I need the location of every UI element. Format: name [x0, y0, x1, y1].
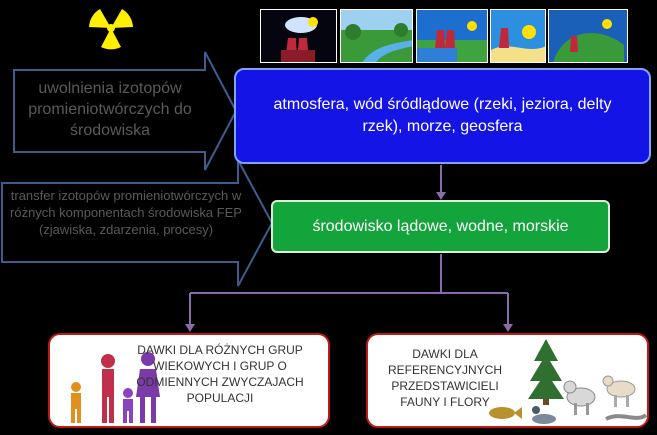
wolf-icon	[563, 380, 596, 415]
atmosphere-box: atmosfera, wód śródlądowe (rzeki, jezior…	[234, 68, 651, 164]
environment-box: środowisko lądowe, wodne, morskie	[271, 200, 610, 253]
connector-arrowhead-left	[185, 324, 195, 332]
eel-icon	[605, 413, 648, 421]
transfer-arrow-label: transfer izotopów promieniotwórczych w r…	[10, 188, 242, 237]
doses-people-box	[48, 333, 330, 428]
connector-arrowhead-right	[503, 324, 513, 332]
atmosphere-box-text: atmosfera, wód śródlądowe (rzeki, jezior…	[273, 96, 612, 135]
release-arrow-shape	[13, 51, 238, 171]
fish-icon	[489, 407, 522, 419]
connector-arrowhead-1	[436, 192, 446, 200]
thumb-power-plant-night-icon	[260, 9, 337, 63]
environment-box-text: środowisko lądowe, wodne, morskie	[312, 217, 569, 235]
fox-icon	[602, 375, 636, 407]
fauna-flora-illustration	[489, 339, 648, 424]
thumb-island-plant-icon	[548, 9, 628, 63]
radiation-trefoil-icon	[89, 9, 133, 50]
release-arrow-label: uwolnienia izotopów promieniotwórczych d…	[28, 80, 192, 139]
doses-biota-text: DAWKI DLA REFERENCYJNYCH PRZEDSTAWICIELI…	[387, 347, 502, 409]
transfer-arrow-shape	[1, 159, 274, 287]
pine-tree-icon	[528, 339, 564, 405]
doses-people-text: DAWKI DLA RÓŻNYCH GRUP WIEKOWYCH I GRUP …	[136, 343, 304, 405]
thumb-coastal-plant-icon	[416, 9, 488, 63]
thumb-plant-radiation-icon	[490, 9, 546, 63]
family-figures-icon	[71, 352, 160, 423]
thumb-river-landscape-icon	[340, 9, 413, 63]
doses-biota-box	[366, 333, 649, 428]
duck-icon	[532, 406, 556, 424]
